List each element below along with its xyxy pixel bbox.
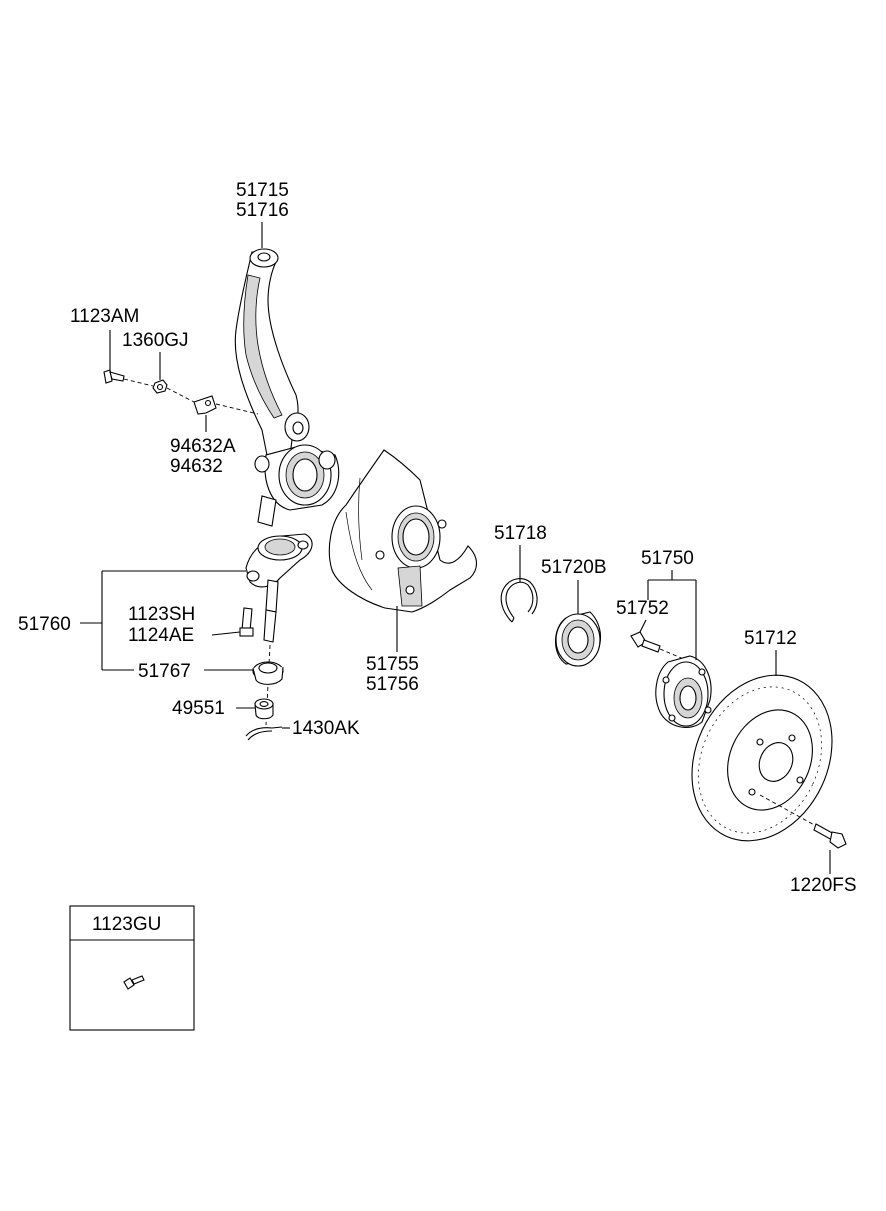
leader-lines (80, 222, 831, 874)
part-labels: 51715 51716 1123AM 1360GJ 94632A 94632 5… (18, 180, 857, 896)
lower-ball-joint (245, 533, 313, 726)
label-1123sh: 1123SH (128, 604, 195, 625)
hub-bolt (630, 631, 687, 661)
label-51716: 51716 (236, 200, 289, 221)
label-94632a: 94632A (170, 436, 236, 457)
bolt-1123sh (239, 607, 254, 637)
label-1124ae: 1124AE (128, 625, 194, 646)
label-51720b: 51720B (541, 557, 607, 578)
label-51715: 51715 (236, 180, 289, 201)
label-51756: 51756 (366, 674, 419, 695)
label-51750: 51750 (641, 548, 694, 569)
screw-icon (123, 975, 145, 990)
wheel-hub (655, 655, 712, 728)
label-1430ak: 1430AK (292, 718, 360, 739)
label-51767: 51767 (138, 661, 191, 682)
dust-shield (328, 449, 478, 613)
label-1360gj: 1360GJ (122, 330, 189, 351)
label-51718: 51718 (494, 523, 547, 544)
label-49551: 49551 (172, 698, 225, 719)
steering-knuckle (234, 248, 340, 527)
disc-screw (759, 794, 847, 849)
inset-label: 1123GU (92, 914, 161, 935)
label-51760: 51760 (18, 614, 71, 635)
dust-seal (252, 661, 284, 685)
label-1220fs: 1220FS (790, 875, 857, 896)
label-94632: 94632 (170, 456, 223, 477)
hose-bracket-hardware (103, 369, 259, 415)
cotter-pin (245, 726, 283, 741)
inset-box: 1123GU (69, 905, 195, 1031)
wheel-bearing (554, 611, 602, 667)
label-51712: 51712 (744, 628, 797, 649)
brake-disc (691, 674, 833, 842)
label-1123am: 1123AM (70, 306, 139, 327)
castle-nut (254, 698, 274, 720)
label-51752: 51752 (616, 598, 669, 619)
label-51755: 51755 (366, 654, 419, 675)
snap-ring (500, 578, 538, 623)
